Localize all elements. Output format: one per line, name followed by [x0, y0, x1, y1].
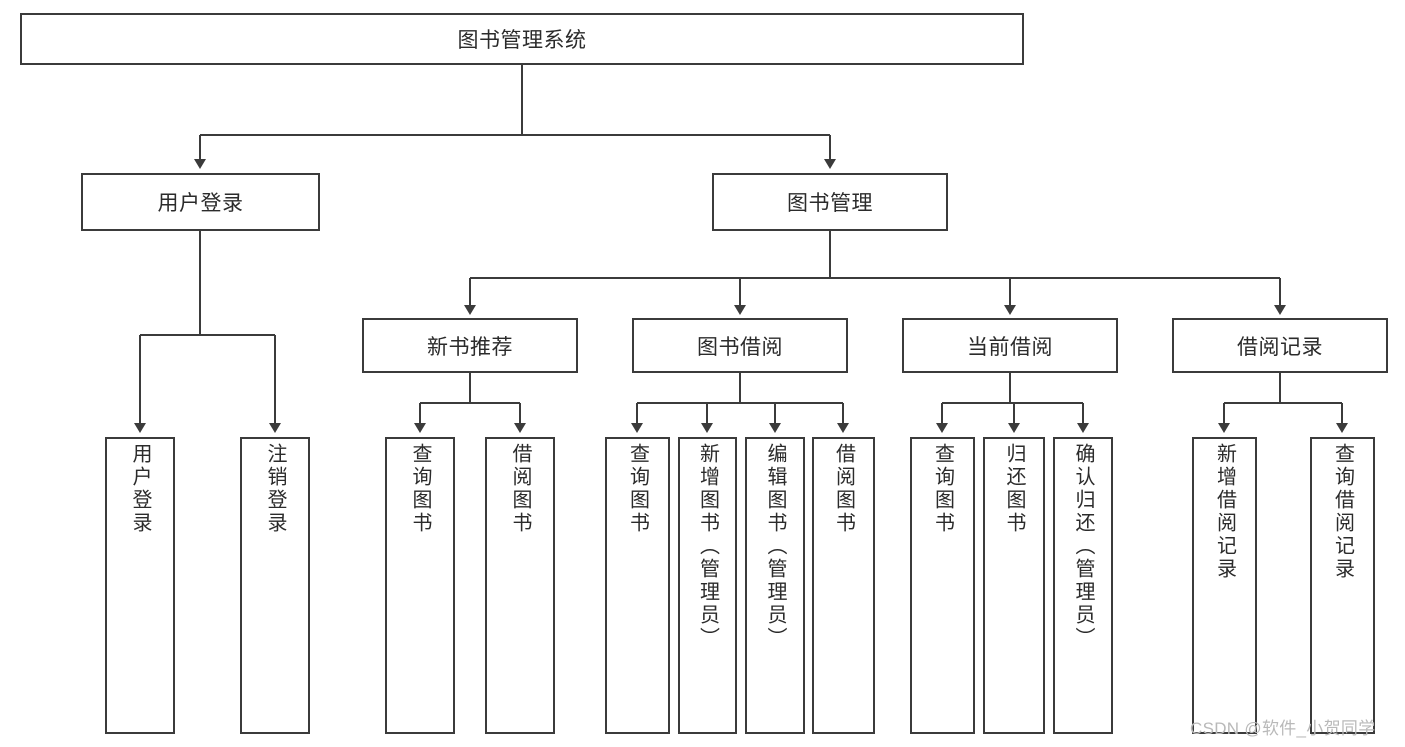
leaf-add-book-label: 新增图书（管理员）: [696, 443, 719, 650]
node-new-book-recommend-label: 新书推荐: [427, 335, 513, 359]
leaf-return-book[interactable]: 归还图书: [983, 437, 1045, 734]
edges-user-login: [134, 231, 281, 433]
leaf-edit-book-label: 编辑图书（管理员）: [764, 443, 786, 650]
leaf-confirm-return-label: 确认归还（管理员）: [1072, 443, 1094, 650]
edges-borrow-record: [1218, 373, 1348, 433]
leaf-return-book-label: 归还图书: [1003, 443, 1025, 535]
node-title-label: 图书管理系统: [457, 29, 587, 52]
node-title[interactable]: 图书管理系统: [20, 13, 1024, 65]
leaf-query-book-2-label: 查询图书: [626, 443, 649, 535]
node-new-book-recommend[interactable]: 新书推荐: [362, 318, 578, 373]
edges-current-borrow: [936, 373, 1089, 433]
node-book-manage[interactable]: 图书管理: [712, 173, 948, 231]
leaf-query-book-1[interactable]: 查询图书: [385, 437, 455, 734]
node-book-manage-label: 图书管理: [787, 192, 873, 215]
node-user-login-label: 用户登录: [157, 192, 244, 215]
edges-new-book-recommend: [414, 373, 526, 433]
leaf-query-record-label: 查询借阅记录: [1331, 443, 1354, 581]
edges-book-manage: [464, 231, 1286, 315]
edges-book-borrow: [631, 373, 849, 433]
leaf-add-record[interactable]: 新增借阅记录: [1192, 437, 1257, 734]
leaf-user-login-label: 用户登录: [129, 443, 151, 535]
node-book-borrow-label: 图书借阅: [697, 335, 783, 359]
leaf-logout[interactable]: 注销登录: [240, 437, 310, 734]
node-user-login[interactable]: 用户登录: [81, 173, 320, 231]
node-book-borrow[interactable]: 图书借阅: [632, 318, 848, 373]
leaf-query-book-3-label: 查询图书: [931, 443, 954, 535]
node-current-borrow-label: 当前借阅: [967, 335, 1053, 359]
leaf-user-login[interactable]: 用户登录: [105, 437, 175, 734]
leaf-query-book-3[interactable]: 查询图书: [910, 437, 975, 734]
leaf-borrow-book-1-label: 借阅图书: [509, 443, 531, 535]
leaf-edit-book[interactable]: 编辑图书（管理员）: [745, 437, 805, 734]
leaf-query-record[interactable]: 查询借阅记录: [1310, 437, 1375, 734]
leaf-borrow-book-1[interactable]: 借阅图书: [485, 437, 555, 734]
watermark: CSDN @软件_小贺同学: [1190, 719, 1376, 738]
leaf-logout-label: 注销登录: [264, 443, 286, 535]
edges-root: [194, 65, 836, 169]
leaf-query-book-1-label: 查询图书: [409, 443, 431, 535]
node-borrow-record[interactable]: 借阅记录: [1172, 318, 1388, 373]
leaf-borrow-book-2[interactable]: 借阅图书: [812, 437, 875, 734]
leaf-confirm-return[interactable]: 确认归还（管理员）: [1053, 437, 1113, 734]
node-current-borrow[interactable]: 当前借阅: [902, 318, 1118, 373]
leaf-borrow-book-2-label: 借阅图书: [832, 443, 855, 535]
leaf-add-book[interactable]: 新增图书（管理员）: [678, 437, 737, 734]
leaf-query-book-2[interactable]: 查询图书: [605, 437, 670, 734]
leaf-add-record-label: 新增借阅记录: [1213, 443, 1236, 581]
node-borrow-record-label: 借阅记录: [1237, 335, 1323, 359]
